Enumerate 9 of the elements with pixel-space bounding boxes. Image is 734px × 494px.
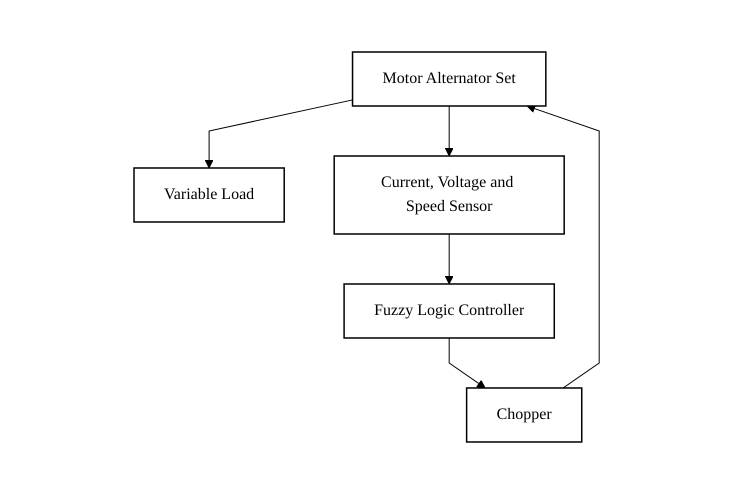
arrow: [205, 99, 354, 168]
node-box: Motor Alternator Set: [352, 51, 547, 107]
node-box: Current, Voltage and Speed Sensor: [334, 155, 566, 235]
arrow: [449, 338, 486, 388]
node-box: Variable Load: [134, 167, 286, 223]
arrow: [445, 234, 454, 284]
node-box: Chopper: [466, 387, 583, 443]
arrow: [445, 106, 454, 156]
node-box: Fuzzy Logic Controller: [344, 283, 556, 339]
